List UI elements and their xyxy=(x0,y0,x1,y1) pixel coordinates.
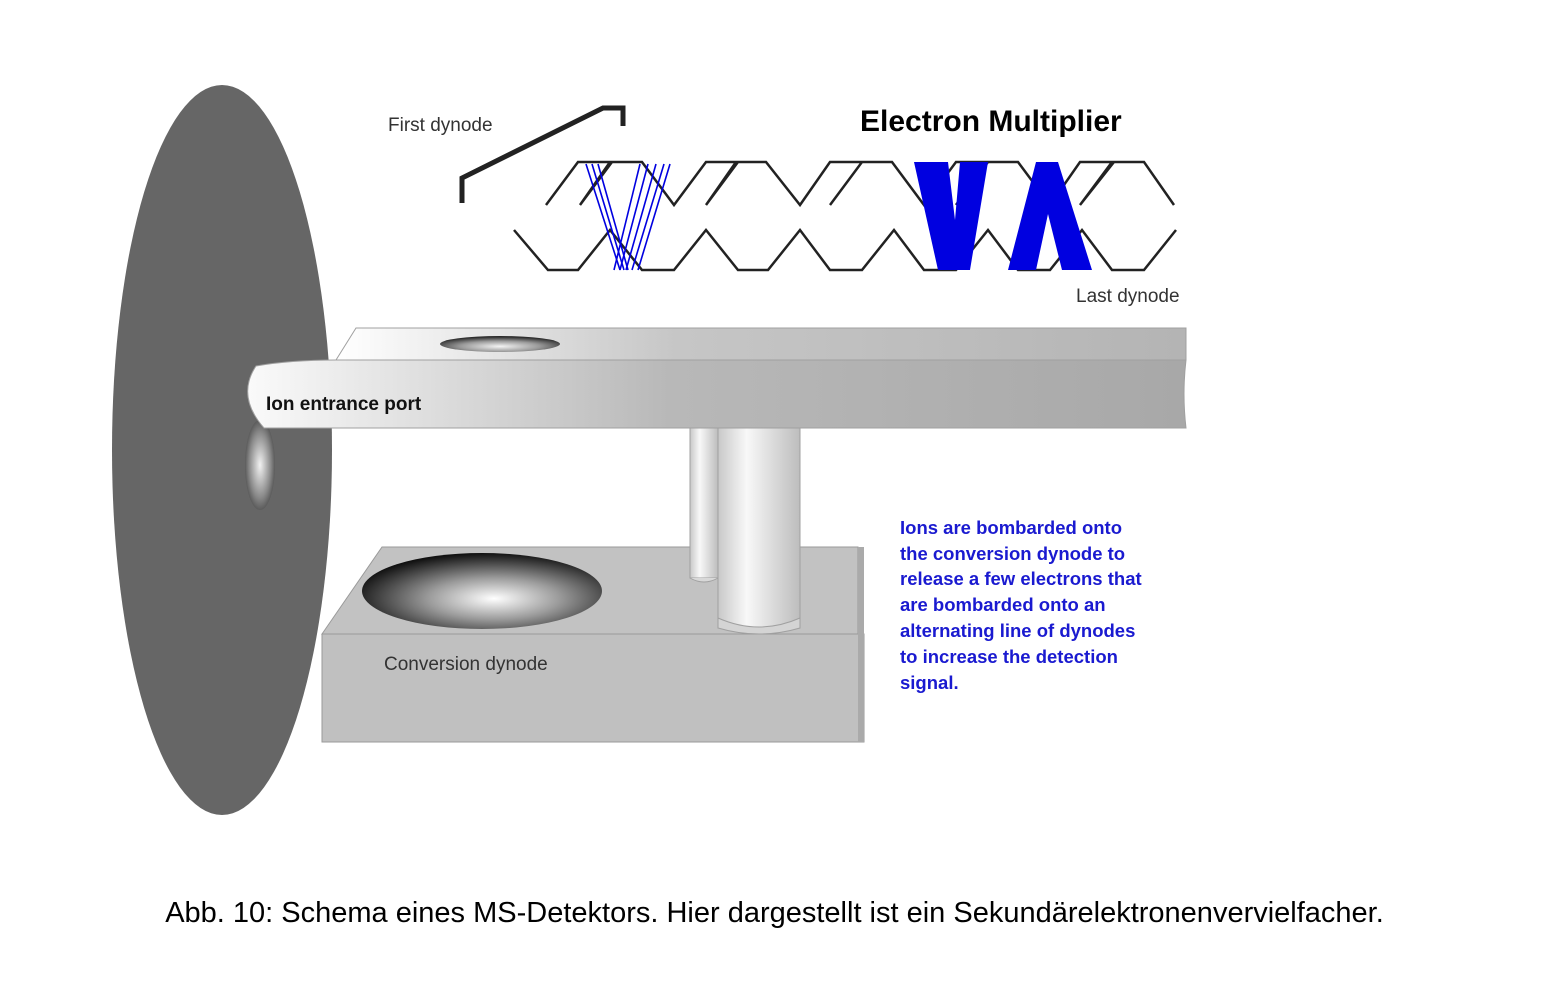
first-dynode-bracket xyxy=(459,105,626,203)
tube-top-hole xyxy=(440,336,560,352)
last-dynode-label: Last dynode xyxy=(1076,286,1180,307)
title: Electron Multiplier xyxy=(860,105,1122,138)
note-line: release a few electrons that xyxy=(900,568,1142,589)
electron-beam-thin xyxy=(585,163,671,271)
electron-beam-thick xyxy=(914,162,1092,270)
note-line: are bombarded onto an xyxy=(900,594,1106,615)
conversion-dynode-label: Conversion dynode xyxy=(384,654,548,675)
conversion-dynode-bowl xyxy=(362,553,602,629)
figure-caption: Abb. 10: Schema eines MS-Detektors. Hier… xyxy=(165,897,1384,929)
first-dynode-label: First dynode xyxy=(388,115,493,136)
note-line: alternating line of dynodes xyxy=(900,620,1135,641)
note-line: to increase the detection xyxy=(900,646,1118,667)
ion-port-hole xyxy=(245,420,275,510)
explanation-note: Ions are bombarded onto the conversion d… xyxy=(900,517,1142,693)
note-line: signal. xyxy=(900,672,959,693)
ion-tube xyxy=(247,327,1187,429)
note-line: the conversion dynode to xyxy=(900,543,1125,564)
detector-disk xyxy=(112,85,332,815)
note-line: Ions are bombarded onto xyxy=(900,517,1122,538)
support-cylinders xyxy=(689,419,801,635)
dynode-row-top xyxy=(544,160,1176,208)
ion-entrance-port-label: Ion entrance port xyxy=(266,394,422,415)
